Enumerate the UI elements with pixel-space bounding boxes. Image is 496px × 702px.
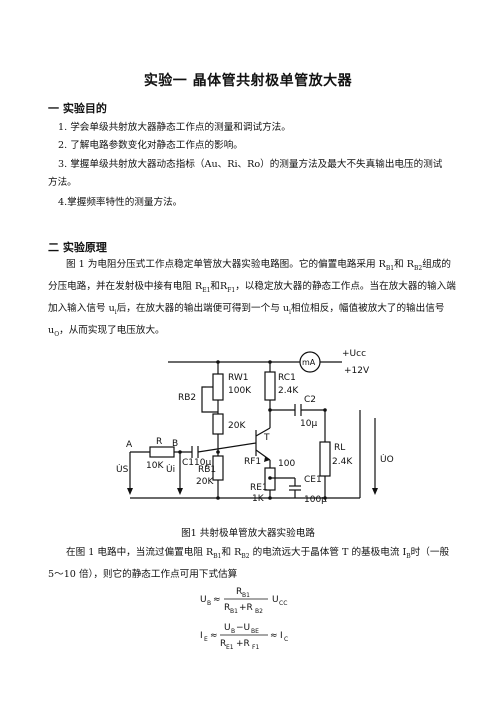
para-text: 和 R [394, 259, 414, 270]
f1-den-sub2: B2 [255, 608, 263, 615]
f1-right: U [272, 595, 279, 605]
f1-num: R [236, 587, 242, 597]
rw-value: 100K [228, 386, 252, 396]
r-value: 10K [146, 461, 164, 471]
para-sub: B1 [385, 264, 395, 272]
para-sub: F1 [227, 286, 236, 294]
rc-value: 2.4K [278, 386, 299, 396]
para-text: 时（一般 5～10 倍），则它的静态工作点可用下式估算 [48, 547, 450, 580]
f2-num-sub1: B [231, 628, 235, 635]
para-text: 和 R [221, 547, 242, 558]
f1-approx: ≈ [213, 595, 221, 605]
para-sub: O [54, 330, 60, 338]
f1-left-sub: B [207, 600, 211, 607]
f2-minus: −U [236, 623, 250, 633]
para-text: 组成的分压电路，并在发射极中接有电阻 R [48, 259, 452, 292]
rw-label: RW1 [228, 373, 249, 383]
rf-label: RF1 [244, 457, 261, 467]
f2-right-sub: C [284, 636, 288, 643]
rb1-label: RB1 [198, 465, 216, 475]
node-a-label: A [126, 440, 133, 450]
para-text: ，以稳定放大器的静态工作点。当在放大器的输入端加入输入信号 u [48, 280, 456, 314]
para-text: 在图 1 电路中，当流过偏置电阻 R [66, 547, 214, 558]
uo-label: U̇O [380, 453, 394, 465]
principle-paragraph: 图 1 为电阻分压式工作点稳定单管放大器实验电路图。它的偏置电路采用 RB1和 … [48, 256, 458, 344]
re-value: 1K [252, 494, 265, 504]
f2-approx2: ≈ [270, 631, 278, 641]
f2-den-sub2: F1 [252, 644, 259, 651]
f1-den-sub1: B1 [230, 608, 238, 615]
re-label: RE1 [250, 483, 268, 493]
para-sub: B2 [414, 264, 423, 272]
objective-4: 4.掌握频率特性的测量方法。 [58, 197, 183, 208]
para-text: 后，在放大器的输出端便可得到一个与 u [116, 302, 290, 314]
f2-left-sub: E [204, 636, 208, 643]
f2-approx: ≈ [210, 631, 218, 641]
f2-den-plus: +R [236, 639, 250, 649]
para-text: 相位相反，幅值被放大了的输出信号 u [48, 302, 445, 336]
page-title: 实验一 晶体管共射极单管放大器 [143, 73, 353, 89]
objective-3: 3. 掌握单级共射放大器动态指标（Au、Ri、Ro）的测量方法及最大不失真输出电… [58, 159, 443, 170]
f1-den: R [224, 603, 230, 613]
ce-label: CE1 [304, 475, 322, 485]
para-text: 和R [210, 280, 228, 292]
para-sub: B [406, 552, 411, 560]
circuit-diagram: mA +Ucc +12V RW1 100K RB2 20K RC1 2.4K C… [116, 349, 394, 505]
section-heading-objectives: 一 实验目的 [48, 102, 107, 115]
c1-value: 10μ [194, 458, 211, 468]
rc-label: RC1 [278, 373, 296, 383]
rl-label: RL [334, 443, 345, 453]
rb2-label: RB2 [178, 393, 196, 403]
para-sub: i [289, 308, 291, 316]
para-sub: B2 [241, 552, 250, 560]
f2-den-sub1: E1 [226, 644, 234, 651]
para-text: 的电流远大于晶体管 T 的基极电流 I [249, 547, 407, 558]
node-b-label: B [172, 439, 178, 449]
ui-label: U̇i [166, 463, 175, 475]
rb1-value: 20K [196, 477, 214, 487]
para-text: 图 1 为电阻分压式工作点稳定单管放大器实验电路图。它的偏置电路采用 R [66, 259, 386, 270]
f1-right-sub: CC [279, 600, 287, 607]
c2-value: 10μ [300, 419, 317, 429]
rl-value: 2.4K [332, 457, 353, 467]
objective-2: 2. 了解电路参数变化对静态工作点的影响。 [58, 140, 243, 151]
f1-plus: +R [239, 603, 253, 613]
f2-num: U [224, 623, 231, 633]
f2-num-sub2: BE [251, 628, 259, 635]
f1-num-sub: B1 [242, 592, 250, 599]
objective-1: 1. 学会单级共射放大器静态工作点的测量和调试方法。 [58, 122, 291, 133]
formula-block: U B ≈ R B1 R B1 +R B2 U CC I E ≈ U B −U … [200, 587, 288, 651]
f1-left: U [200, 595, 207, 605]
rb2-value: 20K [228, 421, 246, 431]
para-sub: B1 [213, 552, 222, 560]
c1-label: C1 [182, 458, 194, 468]
transistor-label: T [263, 433, 270, 443]
us-label: U̇S [116, 463, 129, 475]
f2-left: I [200, 631, 203, 641]
rf-value: 100 [278, 459, 295, 469]
supply-voltage: +12V [344, 366, 370, 376]
section-heading-principle: 二 实验原理 [48, 241, 107, 254]
figure-caption: 图1 共射极单管放大器实验电路 [181, 528, 315, 539]
para-sub: i [114, 308, 117, 316]
f2-right: I [280, 631, 283, 641]
ce-value: 100μ [304, 495, 327, 505]
estimation-paragraph: 在图 1 电路中，当流过偏置电阻 RB1和 RB2 的电流远大于晶体管 T 的基… [48, 544, 458, 584]
para-text: ，从而实现了电压放大。 [59, 324, 165, 336]
f2-den: R [220, 639, 226, 649]
para-sub: E1 [202, 286, 211, 294]
c2-label: C2 [304, 395, 316, 405]
milliammeter-label: mA [302, 358, 316, 367]
supply-label: +Ucc [342, 349, 366, 359]
objective-3-cont: 方法。 [48, 177, 77, 188]
r-label: R [156, 437, 162, 447]
